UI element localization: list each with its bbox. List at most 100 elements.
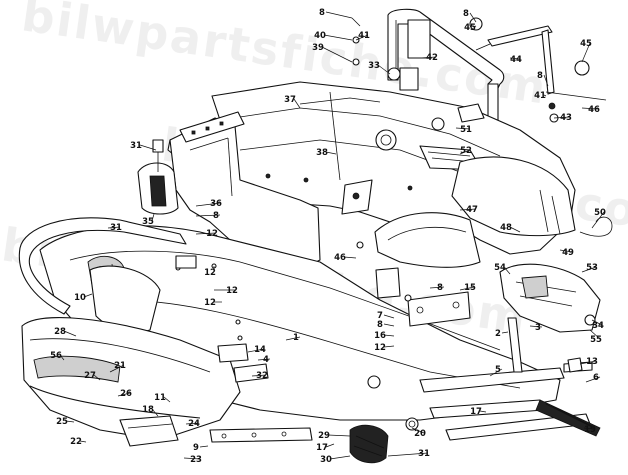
callout-43: 43 [553,113,572,123]
callout-leader-line [325,443,335,448]
callout-51: 51 [455,125,472,135]
callout-label: 53 [586,263,598,273]
callout-8: 8 [195,211,221,221]
callout-8: 8 [319,8,353,19]
callout-label: 51 [460,125,472,135]
callout-leader-line [327,434,351,437]
callout-36: 36 [195,199,222,209]
callout-leader-line [543,94,547,97]
callout-label: 8 [463,9,469,19]
callout-leader-line [455,127,471,130]
callout-23: 23 [183,455,202,465]
callout-leader-line [151,213,155,222]
callout-24: 24 [185,419,200,429]
callout-56: 56 [50,351,65,361]
callout-18: 18 [142,405,159,417]
callout-label: 8 [377,320,383,330]
callout-label: 11 [154,393,166,403]
callout-leader-line [489,368,503,377]
callout-label: 1 [293,333,299,343]
callout-leader-line [469,12,477,23]
callout-29: 29 [318,431,351,441]
callout-leader-line [325,11,353,19]
callout-label: 54 [494,263,506,273]
callout-leader-line [355,34,369,41]
callout-label: 3 [535,323,541,333]
callout-26: 26 [117,389,132,399]
callout-label: 7 [377,311,383,321]
callout-label: 45 [464,23,476,33]
callout-label: 18 [142,405,154,415]
callout-41: 41 [355,31,370,41]
callout-label: 40 [314,31,326,41]
callout-3: 3 [529,323,543,333]
callout-label: 55 [590,335,602,345]
callout-53: 53 [581,263,598,273]
callout-label: 23 [190,455,202,465]
callout-45: 45 [580,39,592,63]
callout-leader-line [589,329,601,340]
callout-leader-line [79,440,87,443]
callout-15: 15 [459,283,476,293]
callout-leader-line [65,420,75,423]
callout-leader-line [139,144,157,151]
callout-leader-line [195,214,221,217]
callout-12: 12 [204,266,216,278]
callout-8: 8 [463,9,477,23]
callout-leader-line [377,64,391,75]
callout-label: 8 [213,211,219,221]
callout-leader-line [285,336,301,341]
callout-label: 32 [256,371,268,381]
callout-label: 56 [50,351,62,361]
cable [579,216,613,237]
callout-46: 46 [334,253,357,263]
callout-leader-line [473,25,477,28]
callout-label: 17 [470,407,482,417]
callout-12: 12 [204,298,222,308]
callout-leader-line [59,354,65,361]
callout-leader-line [585,376,601,383]
callout-31: 31 [107,223,122,233]
callout-label: 24 [188,419,200,429]
callout-label: 47 [466,205,478,215]
callout-52: 52 [459,146,472,156]
callout-leader-line [93,374,101,381]
callout-label: 38 [316,148,328,158]
callout-40: 40 [314,31,353,41]
callout-21: 21 [109,361,126,373]
callout-leader-line [63,330,77,337]
callout-12: 12 [374,343,395,353]
callout-label: 28 [54,327,66,337]
callout-label: 49 [562,248,574,258]
callout-leader-line [553,116,571,119]
callout-leader-line [109,364,125,373]
callout-44: 44 [509,55,522,65]
callout-45: 45 [464,23,477,33]
callout-label: 12 [204,268,216,278]
callout-leader-line [343,256,357,259]
callout-label: 43 [560,113,572,123]
callout-54: 54 [494,263,511,275]
callout-4: 4 [257,355,271,365]
callout-leader-line [503,266,511,275]
callout-leader-line [529,325,543,328]
rear-fender [374,156,576,268]
callout-20: 20 [411,427,426,439]
callout-leader-line [583,427,595,430]
callout-leader-line [543,74,549,87]
front-bumper [18,217,187,315]
callout-label: 30 [320,455,332,465]
support-rod [507,317,523,373]
callout-12: 12 [195,229,218,239]
callout-leader-line [321,46,353,63]
callout-label: 44 [510,55,522,65]
callout-8: 8 [429,283,445,293]
callout-leader-line [83,293,93,298]
callout-label: 6 [593,373,599,383]
callout-38: 38 [316,148,337,158]
callout-31: 31 [130,141,157,151]
callout-label: 50 [594,208,606,218]
callout-leader-line [195,202,221,207]
callout-2: 2 [495,329,509,339]
callout-label: 25 [56,417,68,427]
